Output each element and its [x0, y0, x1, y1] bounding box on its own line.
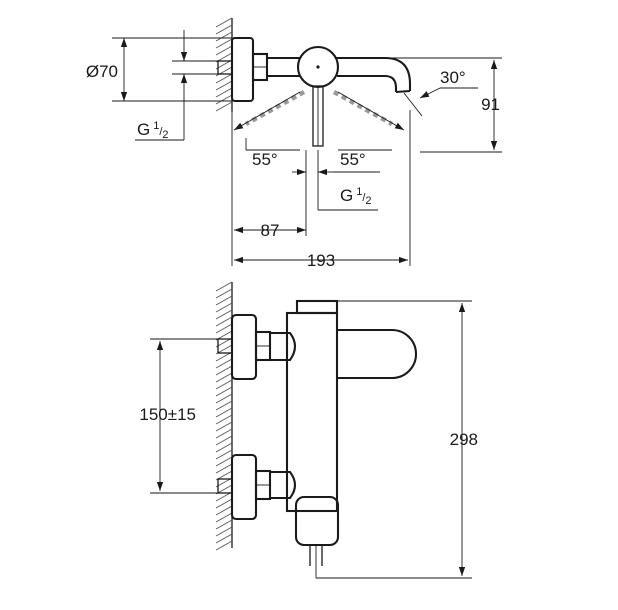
hatch-line: [215, 519, 233, 530]
body-cap: [295, 299, 339, 315]
front-view: 150±15 298: [139, 281, 478, 579]
hatch-line: [215, 309, 233, 320]
hatch-line: [215, 498, 233, 509]
hatch-line: [215, 505, 233, 516]
front-lever: [337, 328, 417, 380]
wall-rosette: [230, 36, 255, 103]
hatch-line: [215, 295, 233, 306]
hatch-line: [215, 414, 233, 425]
diverter: [294, 495, 340, 547]
hatch-line: [215, 323, 233, 334]
dim-spacing: 150±15: [139, 405, 196, 424]
hatch-line: [215, 17, 233, 28]
hatch-line: [215, 533, 233, 544]
hatch-line: [215, 87, 233, 98]
hatch-line: [215, 526, 233, 537]
hatch-line: [215, 540, 233, 551]
hatch-line: [215, 80, 233, 91]
dim-height: 298: [450, 430, 478, 449]
hatch-line: [215, 73, 233, 84]
hatch-line: [215, 400, 233, 411]
lower-rosette: [230, 453, 258, 521]
hatch-line: [215, 316, 233, 327]
hatch-line: [215, 407, 233, 418]
hatch-line: [215, 449, 233, 460]
dim-angle-spout: 30°: [440, 68, 466, 87]
hatch-line: [215, 38, 233, 49]
hatch-line: [215, 372, 233, 383]
hatch-line: [215, 281, 233, 292]
hatch-line: [215, 288, 233, 299]
wall-hatching-front: [215, 281, 233, 551]
lever-swing-right: [332, 90, 394, 126]
hatch-line: [215, 428, 233, 439]
hatch-line: [215, 456, 233, 467]
hatch-line: [215, 379, 233, 390]
hatch-line: [215, 386, 233, 397]
hatch-line: [215, 365, 233, 376]
hatch-line: [215, 24, 233, 35]
lever-swing-left: [244, 90, 306, 126]
hatch-line: [215, 421, 233, 432]
dim-angle-right: 55°: [340, 150, 366, 169]
dim-angle-left: 55°: [252, 150, 278, 169]
hatch-line: [215, 358, 233, 369]
body-circle: [296, 45, 340, 89]
dim-offset: 87: [261, 221, 280, 240]
spout-outline: [336, 56, 412, 91]
hatch-line: [215, 512, 233, 523]
dim-total-width: 193: [307, 251, 335, 270]
wall-hatching-top: [215, 17, 233, 112]
hatch-line: [215, 435, 233, 446]
hatch-line: [215, 101, 233, 112]
hatch-line: [215, 463, 233, 474]
upper-rosette: [230, 313, 258, 381]
dim-diameter: Ø70: [86, 62, 118, 81]
hatch-line: [215, 442, 233, 453]
connector-stub: [217, 60, 233, 75]
hatch-line: [215, 302, 233, 313]
hatch-line: [215, 393, 233, 404]
hatch-line: [215, 45, 233, 56]
hatch-line: [215, 94, 233, 105]
hatch-line: [215, 31, 233, 42]
dim-height-right: 91: [481, 95, 500, 114]
